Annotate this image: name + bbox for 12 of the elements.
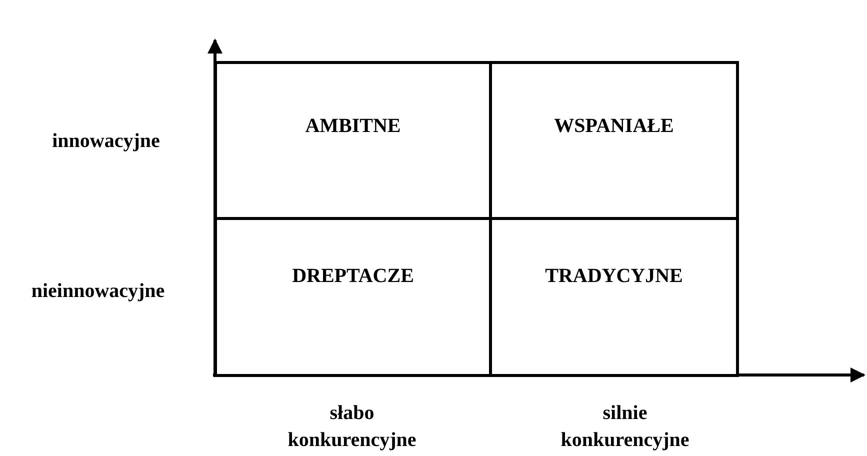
quadrant-box xyxy=(214,61,492,220)
quadrant-label: DREPTACZE xyxy=(291,265,415,288)
quadrant-label: WSPANIAŁE xyxy=(553,115,675,138)
quadrant-label: TRADYCYJNE xyxy=(544,265,684,288)
y-axis-label: nieinnowacyjne xyxy=(30,279,166,304)
x-axis-label: słabo konkurencyjne xyxy=(287,401,417,453)
quadrant-box xyxy=(489,61,739,220)
quadrant-box xyxy=(489,217,739,377)
quadrant-label: AMBITNE xyxy=(304,115,402,138)
quadrant-box xyxy=(214,217,492,377)
x-axis-label: silnie konkurencyjne xyxy=(560,401,690,453)
y-axis-label: innowacyjne xyxy=(51,129,161,154)
